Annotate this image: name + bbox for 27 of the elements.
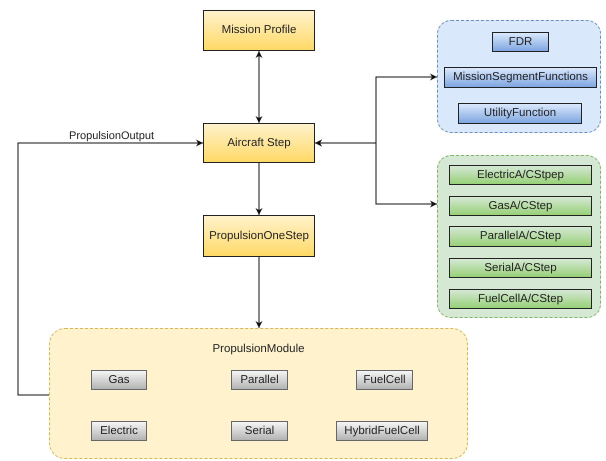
- module-box: Electric: [91, 421, 147, 441]
- arrow: [256, 162, 262, 216]
- group-container: [437, 155, 601, 318]
- module-box: Serial: [231, 421, 288, 441]
- module-container: [49, 328, 468, 459]
- step-box: SerialA/CStep: [449, 258, 592, 278]
- step-box: GasA/CStep: [449, 196, 592, 216]
- container-title: PropulsionModule: [211, 343, 306, 355]
- arrow: [18, 140, 204, 396]
- process-box: PropulsionOneStep: [203, 215, 315, 257]
- module-box: HybridFuelCell: [336, 421, 428, 441]
- function-box: UtilityFunction: [458, 103, 582, 124]
- process-box: Aircraft Step: [203, 123, 315, 163]
- arrow: [314, 140, 438, 208]
- edge-label: PropulsionOutput: [68, 130, 155, 142]
- process-box: Mission Profile: [203, 10, 315, 51]
- step-box: ElectricA/CStpep: [449, 165, 592, 185]
- step-box: ParallelA/CStep: [449, 226, 592, 247]
- group-container: [437, 20, 601, 133]
- module-box: Parallel: [231, 370, 288, 390]
- function-box: MissionSegmentFunctions: [444, 67, 597, 88]
- module-box: Gas: [91, 370, 147, 390]
- arrow: [256, 256, 262, 328]
- module-box: FuelCell: [356, 370, 413, 390]
- arrow: [256, 50, 262, 124]
- step-box: FuelCellA/CStep: [449, 289, 592, 309]
- function-box: FDR: [492, 32, 549, 52]
